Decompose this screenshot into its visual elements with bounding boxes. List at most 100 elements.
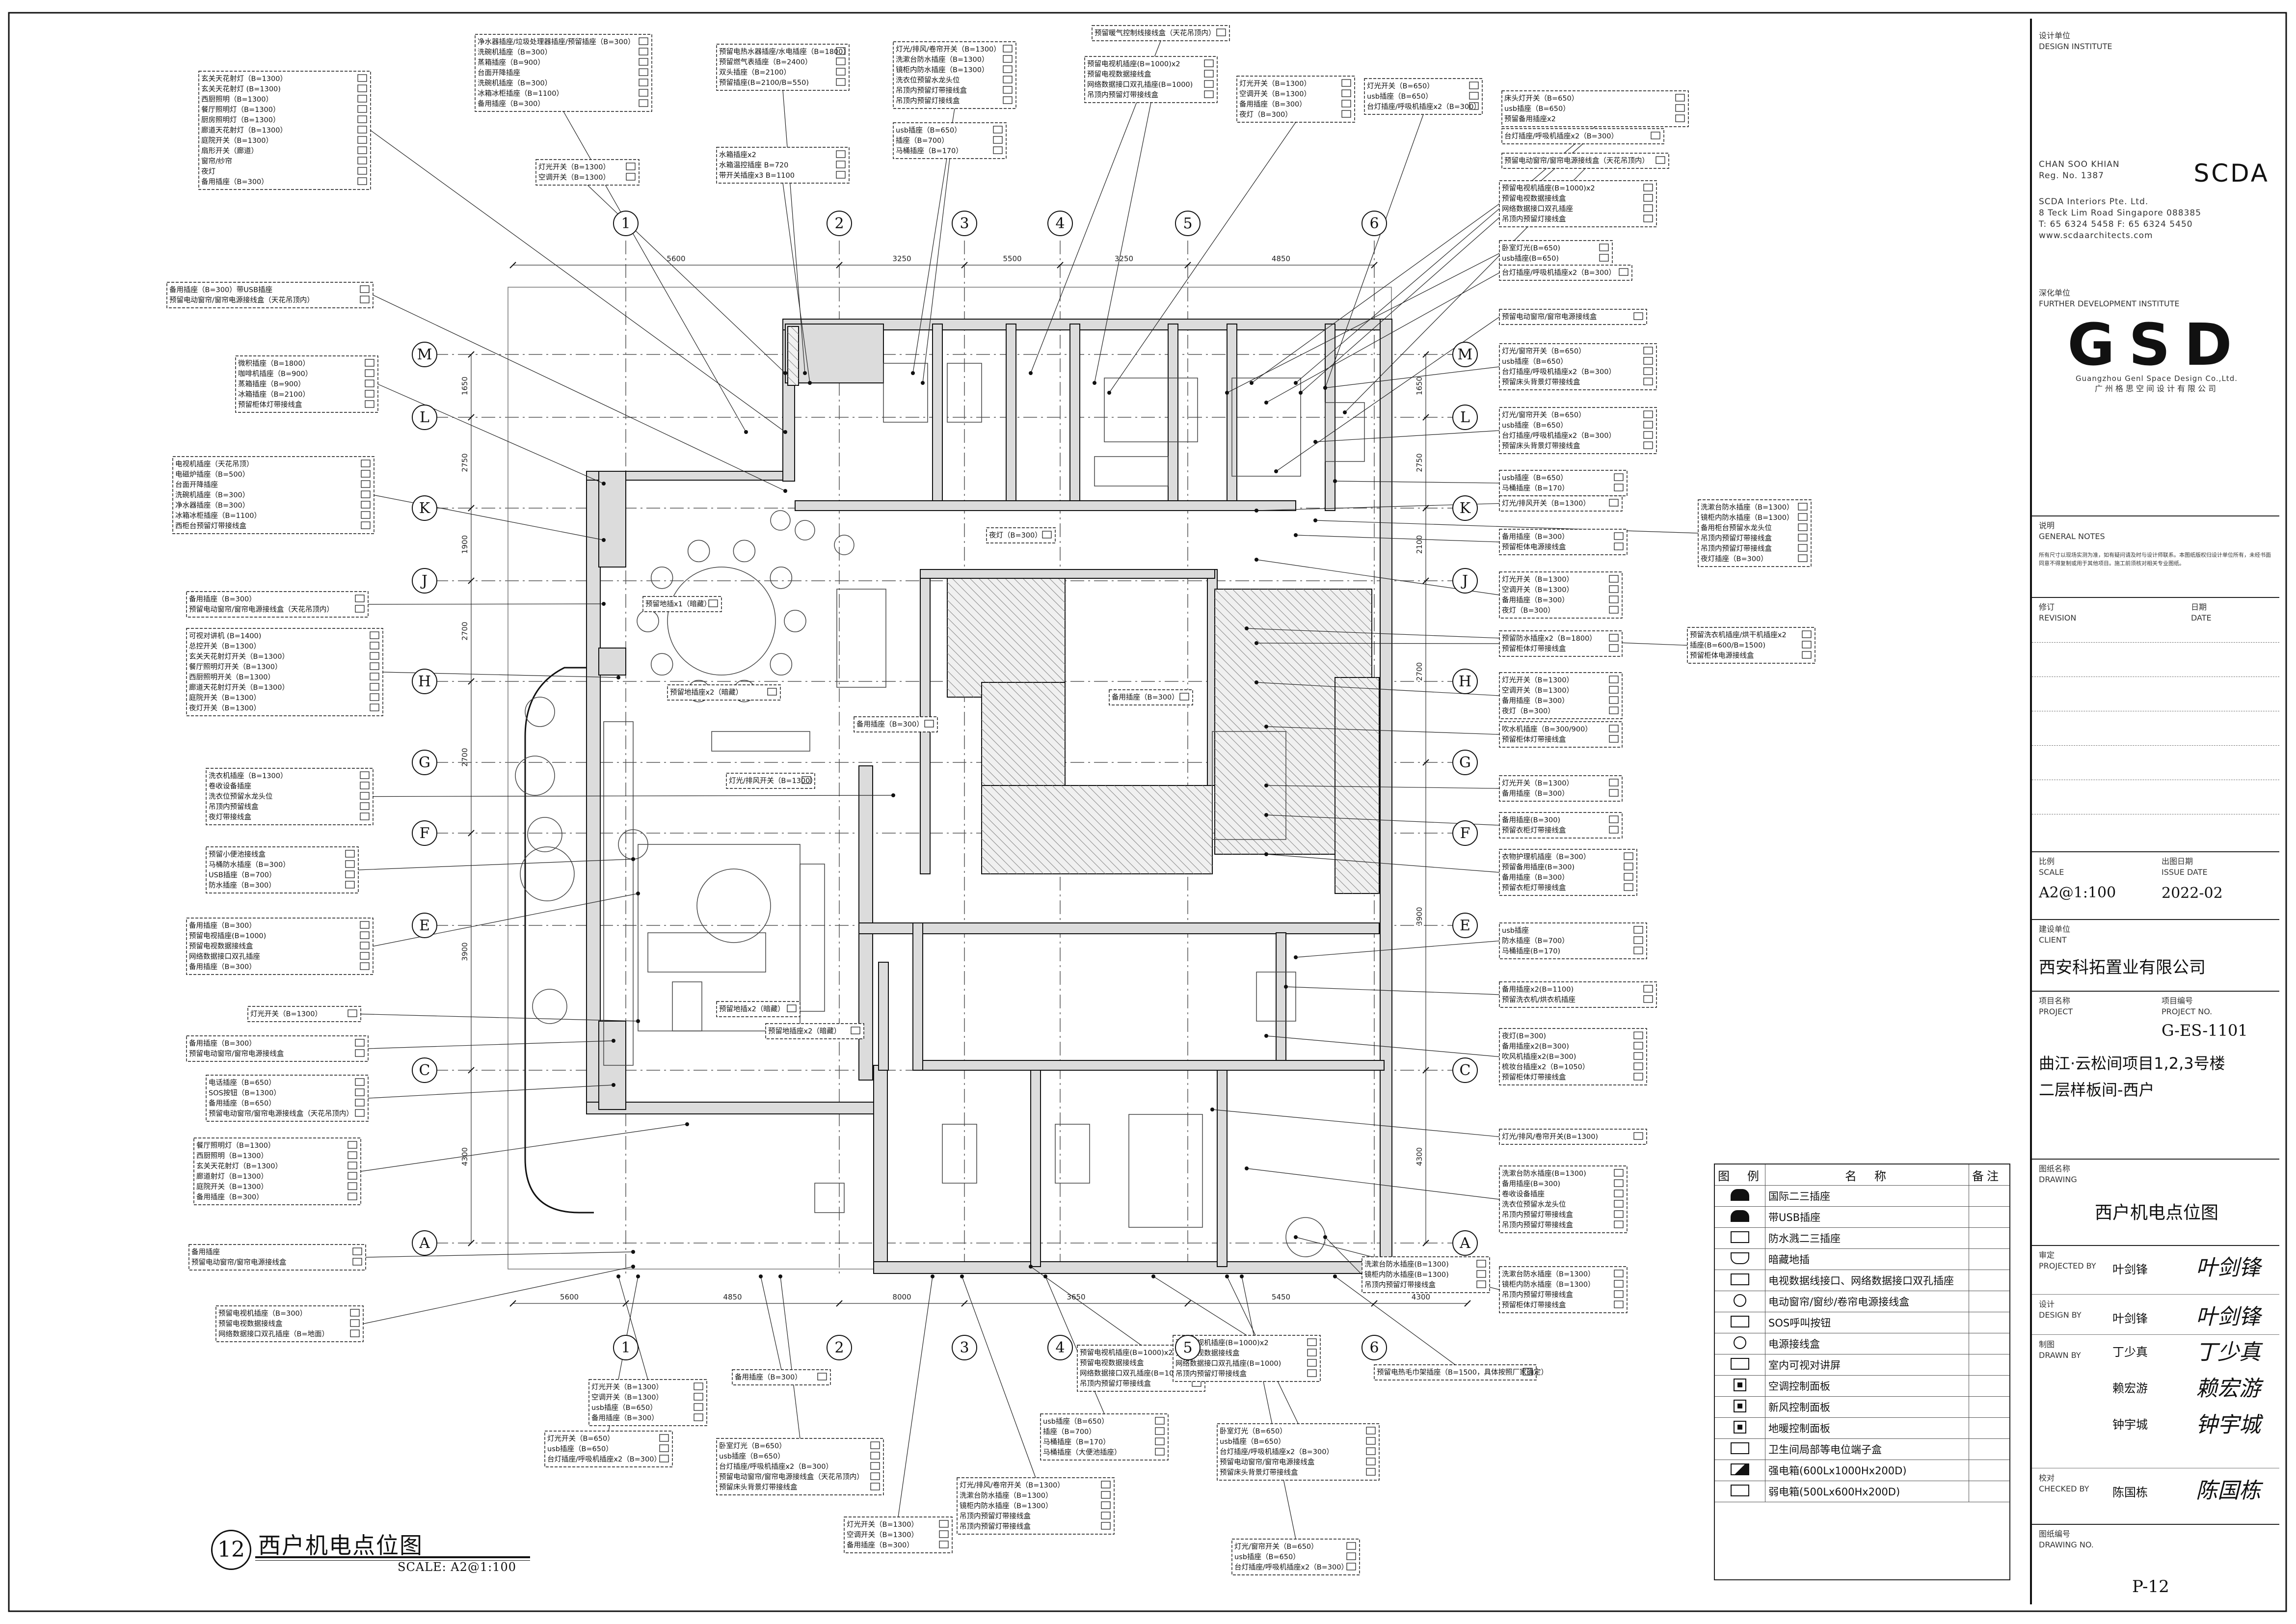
dining-chair: [784, 610, 806, 632]
hatch-line: [1184, 785, 1213, 813]
right-tag-line: 预留床头背景灯带接线盒: [1502, 442, 1580, 450]
leader-dot: [1323, 386, 1327, 390]
top-tag: 预留暖气控制线接线盒（天花吊顶内）: [1092, 25, 1230, 41]
dim-bottom-tick: [836, 1300, 843, 1307]
hatch-line: [999, 785, 1088, 874]
hatch-bg: [1335, 677, 1380, 894]
revision-row: [2032, 642, 2279, 643]
dining-chair: [650, 567, 673, 589]
symbol-icon: [1633, 1052, 1643, 1060]
tree-symbol: [515, 756, 555, 796]
leader-line: [1266, 785, 1500, 789]
right-tag-box: [1499, 1129, 1647, 1145]
fresh-air-panel-icon: [1734, 1399, 1746, 1412]
left-tag-line: 预留电动窗帘/窗帘电源接线盒: [191, 1258, 287, 1267]
legend-remark: [1969, 1291, 2009, 1312]
hatch-line: [981, 737, 1035, 791]
right-tag-box: [1499, 343, 1657, 390]
left-tag-box: [206, 1075, 369, 1122]
top-tag: 灯光开关（B=1300）空调开关（B=1300）备用插座（B=300）夜灯（B=…: [1236, 76, 1355, 123]
symbol-icon: [870, 1441, 880, 1449]
drawing-value: 西户机电点位图: [2094, 1203, 2218, 1223]
inner-tag-line: 夜灯（B=300）: [989, 531, 1042, 540]
leader-line: [1212, 1109, 1500, 1137]
hatch-line: [1043, 785, 1132, 874]
hatch-line: [1335, 707, 1380, 753]
leader-dot: [1210, 1108, 1214, 1111]
symbol-icon: [1609, 789, 1619, 797]
legend-remark: [1969, 1206, 2009, 1228]
inner-tag: 预留地插x2（暗藏）: [716, 1001, 801, 1017]
symbol-icon: [767, 688, 777, 696]
hatch-line: [790, 326, 799, 335]
dining-chair: [733, 540, 756, 563]
right-tag-line: 灯光/排风开关（B=1300）: [1502, 499, 1590, 508]
date-cn: 日期: [2191, 602, 2207, 612]
motor-box-icon: [1734, 1294, 1746, 1307]
symbol-icon: [357, 84, 367, 92]
legend-row: 地暖控制面板: [1715, 1417, 2009, 1439]
bottom-tag-line: 卧室灯光（B=650）: [1220, 1427, 1287, 1435]
top-tag-line: 吊顶内预留灯带接线盒: [896, 86, 967, 95]
symbol-icon: [1609, 634, 1619, 642]
legend-name: 暗藏地插: [1765, 1248, 1969, 1270]
bottom-tag-line: 吊顶内预留灯带接线盒: [1364, 1281, 1436, 1289]
symbol-icon: [350, 1319, 360, 1327]
hatch-line: [947, 591, 1054, 698]
hatch-line: [1335, 743, 1380, 788]
leader-dot: [1029, 371, 1033, 375]
top-tag-line: 台灯插座/呼吸机插座x2（B=300）: [1367, 103, 1481, 111]
architect-company: SCDA Interiors Pte. Ltd.: [2039, 196, 2149, 207]
grid-bubble-bottom-3-label: 3: [960, 1339, 969, 1356]
leader-line: [365, 1251, 634, 1258]
hatch-line: [1335, 716, 1380, 761]
right-tag-box: [1499, 1266, 1628, 1313]
left-tag-line: 网络数据接口双孔插座: [189, 952, 260, 961]
bathroom-fixtures: [883, 363, 928, 423]
grid-bubble-right-G-circle: [1452, 750, 1478, 775]
top-tag-box: [1501, 128, 1664, 144]
symbol-icon: [836, 161, 846, 168]
grid-bubble-top-4-label: 4: [1055, 215, 1065, 232]
scda-logo: SCDA: [2193, 159, 2269, 188]
dim-bottom-label: 3650: [1067, 1293, 1085, 1301]
leader-dot: [602, 538, 606, 542]
symbol-icon: [1643, 441, 1653, 449]
drawing-number-circle: 12: [211, 1530, 251, 1570]
checked-row: 校对 CHECKED BY 陈国栋 陈国栋: [2039, 1473, 2274, 1503]
inner-tag-box: [726, 773, 815, 789]
symbol-icon: [939, 1541, 949, 1548]
leader-line: [922, 158, 950, 383]
grid-bubble-bottom-2-label: 2: [834, 1339, 844, 1356]
usb-socket-icon: [1731, 1210, 1749, 1222]
top-tag: 预留电视机插座(B=1000)x2预留电视数据接线盒网络数据接口双孔插座(B=1…: [1084, 56, 1218, 103]
leader-dot: [1264, 725, 1268, 729]
architect-web: www.scdaarchitects.com: [2039, 230, 2153, 241]
hatch-line: [969, 569, 1066, 665]
hatch-line: [947, 688, 957, 698]
grid-bubble-bottom-6-label: 6: [1369, 1339, 1379, 1356]
legend-name: 电源接线盒: [1765, 1333, 1969, 1354]
symbol-icon: [360, 942, 370, 949]
hatch-line: [981, 684, 1066, 768]
symbol-icon: [1476, 1280, 1486, 1288]
bottom-tag: 备用插座（B=300）: [732, 1369, 831, 1385]
bottom-tag-box: [544, 1431, 673, 1467]
left-tag-line: 灯光开关（B=1300）: [250, 1010, 322, 1018]
top-tag: 灯光开关（B=1300）空调开关（B=1300）: [535, 159, 640, 186]
right-tag-line: 台灯插座/呼吸机插座x2（B=300）: [1502, 432, 1616, 440]
bottom-tag-line: 镜柜内防水插座(B=1300): [1364, 1270, 1449, 1279]
socket-icon: [1731, 1189, 1749, 1201]
top-tag-line: 备用插座（B=300）: [1239, 100, 1307, 108]
left-tag-line: 预留电动窗帘/窗帘电源接线盒（天花吊顶内）: [189, 605, 334, 614]
dim-right-label: 1650: [1415, 377, 1424, 395]
right-tag: usb插座（B=650）马桶插座（B=170）: [1499, 470, 1628, 496]
hatch-line: [1025, 785, 1115, 874]
symbol-icon: [365, 359, 374, 367]
right-tag: 灯光/排风/卷帘开关(B=1300): [1499, 1129, 1647, 1145]
top-tag-line: 预留备用插座x2: [1504, 115, 1556, 123]
symbol-icon: [1633, 1062, 1643, 1070]
wall: [1168, 324, 1178, 511]
right-tag: 灯光开关（B=1300）空调开关（B=1300）备用插座（B=300）夜灯（B=…: [1499, 672, 1623, 719]
lift-shaft: [981, 682, 1066, 791]
